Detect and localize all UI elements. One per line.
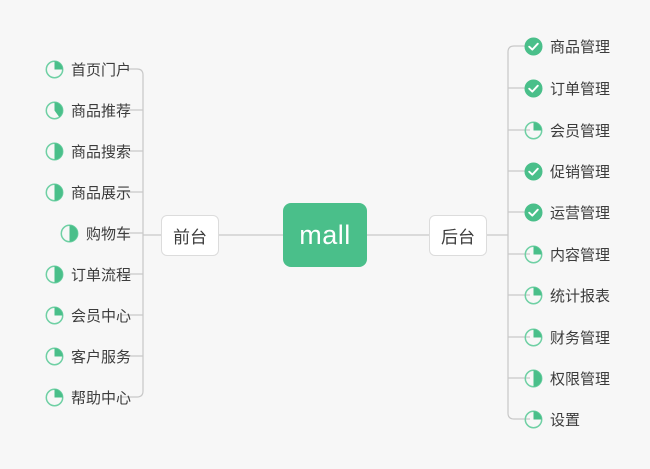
pie-progress-icon (524, 328, 543, 347)
branch-node-frontend[interactable]: 前台 (161, 215, 219, 256)
center-node-label: mall (299, 219, 351, 250)
leaf-node-frontend-2[interactable]: 商品搜索 (45, 138, 131, 164)
pie-progress-icon (524, 410, 543, 429)
pie-progress-icon (45, 388, 64, 407)
leaf-node-label: 促销管理 (550, 163, 611, 181)
check-circle-icon (524, 203, 543, 222)
pie-progress-icon (45, 60, 64, 79)
leaf-node-backend-1[interactable]: 订单管理 (524, 75, 610, 101)
leaf-node-label: 商品推荐 (70, 102, 131, 120)
pie-progress-icon (524, 245, 543, 264)
leaf-node-label: 订单管理 (550, 80, 611, 98)
leaf-node-label: 设置 (550, 411, 581, 429)
leaf-node-backend-5[interactable]: 内容管理 (524, 241, 610, 267)
leaf-node-label: 首页门户 (70, 61, 131, 79)
leaf-node-frontend-6[interactable]: 会员中心 (45, 302, 131, 328)
leaf-node-backend-6[interactable]: 统计报表 (524, 282, 610, 308)
leaf-node-backend-0[interactable]: 商品管理 (524, 33, 610, 59)
leaf-node-label: 订单流程 (70, 266, 131, 284)
leaf-node-backend-7[interactable]: 财务管理 (524, 324, 610, 350)
leaf-node-frontend-5[interactable]: 订单流程 (45, 261, 131, 287)
leaf-node-frontend-0[interactable]: 首页门户 (45, 56, 131, 82)
leaf-node-backend-3[interactable]: 促销管理 (524, 158, 610, 184)
leaf-node-label: 会员中心 (70, 307, 131, 325)
leaf-node-frontend-7[interactable]: 客户服务 (45, 343, 131, 369)
pie-progress-icon (524, 286, 543, 305)
pie-progress-icon (524, 369, 543, 388)
check-circle-icon (524, 79, 543, 98)
leaf-node-label: 帮助中心 (70, 389, 131, 407)
leaf-node-label: 权限管理 (550, 370, 611, 388)
leaf-node-label: 商品展示 (70, 184, 131, 202)
leaf-node-frontend-8[interactable]: 帮助中心 (45, 384, 131, 410)
leaf-node-label: 内容管理 (550, 246, 611, 264)
leaf-node-label: 统计报表 (550, 287, 611, 305)
pie-progress-icon (45, 183, 64, 202)
leaf-node-label: 会员管理 (550, 122, 611, 140)
pie-progress-icon (45, 347, 64, 366)
leaf-node-backend-8[interactable]: 权限管理 (524, 365, 610, 391)
pie-progress-icon (45, 142, 64, 161)
leaf-node-frontend-3[interactable]: 商品展示 (45, 179, 131, 205)
leaf-node-backend-9[interactable]: 设置 (524, 406, 580, 432)
leaf-node-frontend-1[interactable]: 商品推荐 (45, 97, 131, 123)
center-node[interactable]: mall (283, 203, 367, 267)
check-circle-icon (524, 162, 543, 181)
leaf-node-label: 商品管理 (550, 38, 611, 56)
leaf-node-label: 购物车 (85, 225, 131, 243)
leaf-node-label: 商品搜索 (70, 143, 131, 161)
branch-node-frontend-label: 前台 (173, 228, 207, 247)
branch-node-backend-label: 后台 (441, 228, 475, 247)
check-circle-icon (524, 37, 543, 56)
leaf-node-backend-2[interactable]: 会员管理 (524, 117, 610, 143)
leaf-node-label: 运营管理 (550, 204, 611, 222)
pie-progress-icon (45, 101, 64, 120)
pie-progress-icon (60, 224, 79, 243)
leaf-node-label: 财务管理 (550, 329, 611, 347)
pie-progress-icon (45, 306, 64, 325)
branch-node-backend[interactable]: 后台 (429, 215, 487, 256)
pie-progress-icon (524, 121, 543, 140)
leaf-node-frontend-4[interactable]: 购物车 (60, 220, 131, 246)
pie-progress-icon (45, 265, 64, 284)
leaf-node-label: 客户服务 (70, 348, 131, 366)
leaf-node-backend-4[interactable]: 运营管理 (524, 199, 610, 225)
